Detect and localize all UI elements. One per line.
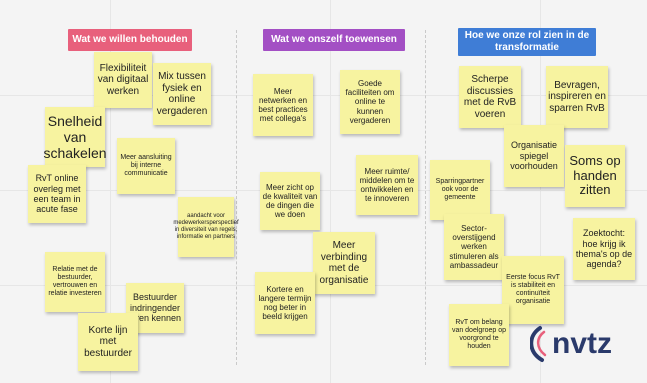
- nvtz-logo-graphic: nvtz: [529, 326, 612, 362]
- sticky-note[interactable]: Organisatie spiegel voorhouden: [504, 125, 564, 187]
- column-header-toewensen[interactable]: Wat we onszelf toewensen: [263, 29, 405, 51]
- sticky-note[interactable]: Sector-overstijgend werken stimuleren al…: [444, 214, 504, 280]
- sticky-note[interactable]: Zoektocht: hoe krijg ik thema's op de ag…: [573, 218, 635, 280]
- sticky-note[interactable]: Mix tussen fysiek en online vergaderen: [153, 63, 211, 125]
- sticky-note[interactable]: Meer ruimte/ middelen om te ontwikkelen …: [356, 155, 418, 215]
- sticky-note[interactable]: Bevragen, inspireren en sparren RvB: [546, 66, 608, 128]
- sticky-note[interactable]: Relatie met de bestuurder, vertrouwen en…: [45, 252, 105, 312]
- sticky-note[interactable]: Sparringpartner ook voor de gemeente: [430, 160, 490, 220]
- column-header-behouden[interactable]: Wat we willen behouden: [68, 29, 192, 51]
- nvtz-logo: nvtz: [529, 320, 640, 365]
- sticky-note[interactable]: Meer netwerken en best practices met col…: [253, 74, 313, 136]
- column-header-rol[interactable]: Hoe we onze rol zien in de transformatie: [458, 28, 596, 56]
- sticky-note[interactable]: Meer zicht op de kwaliteit van de dingen…: [260, 172, 320, 230]
- sticky-note[interactable]: Snelheid van schakelen: [43, 107, 107, 167]
- sticky-note[interactable]: Eerste focus RvT is stabiliteit en conti…: [502, 256, 564, 324]
- sticky-note[interactable]: Soms op handen zitten: [565, 145, 625, 207]
- sticky-note[interactable]: Flexibiliteit van digitaal werken: [94, 52, 152, 108]
- sticky-note[interactable]: RvT om belang van doelgroep op voorgrond…: [449, 304, 509, 366]
- column-divider: [236, 30, 237, 365]
- sticky-note[interactable]: Meer aansluiting bij interne communicati…: [117, 138, 175, 194]
- sticky-note[interactable]: Goede faciliteiten om online te kunnen v…: [340, 70, 400, 134]
- sticky-note[interactable]: Kortere en langere termijn nog beter in …: [255, 272, 315, 334]
- column-divider: [425, 30, 426, 365]
- sticky-note[interactable]: aandacht voor medewerkersperspectief in …: [173, 197, 239, 257]
- sticky-note[interactable]: Scherpe discussies met de RvB voeren: [459, 66, 521, 128]
- logo-wordmark: nvtz: [552, 327, 612, 360]
- sticky-note[interactable]: RvT online overleg met een team in acute…: [28, 165, 86, 223]
- sticky-note[interactable]: Meer verbinding met de organisatie: [313, 232, 375, 294]
- sticky-note[interactable]: Korte lijn met bestuurder: [78, 313, 138, 371]
